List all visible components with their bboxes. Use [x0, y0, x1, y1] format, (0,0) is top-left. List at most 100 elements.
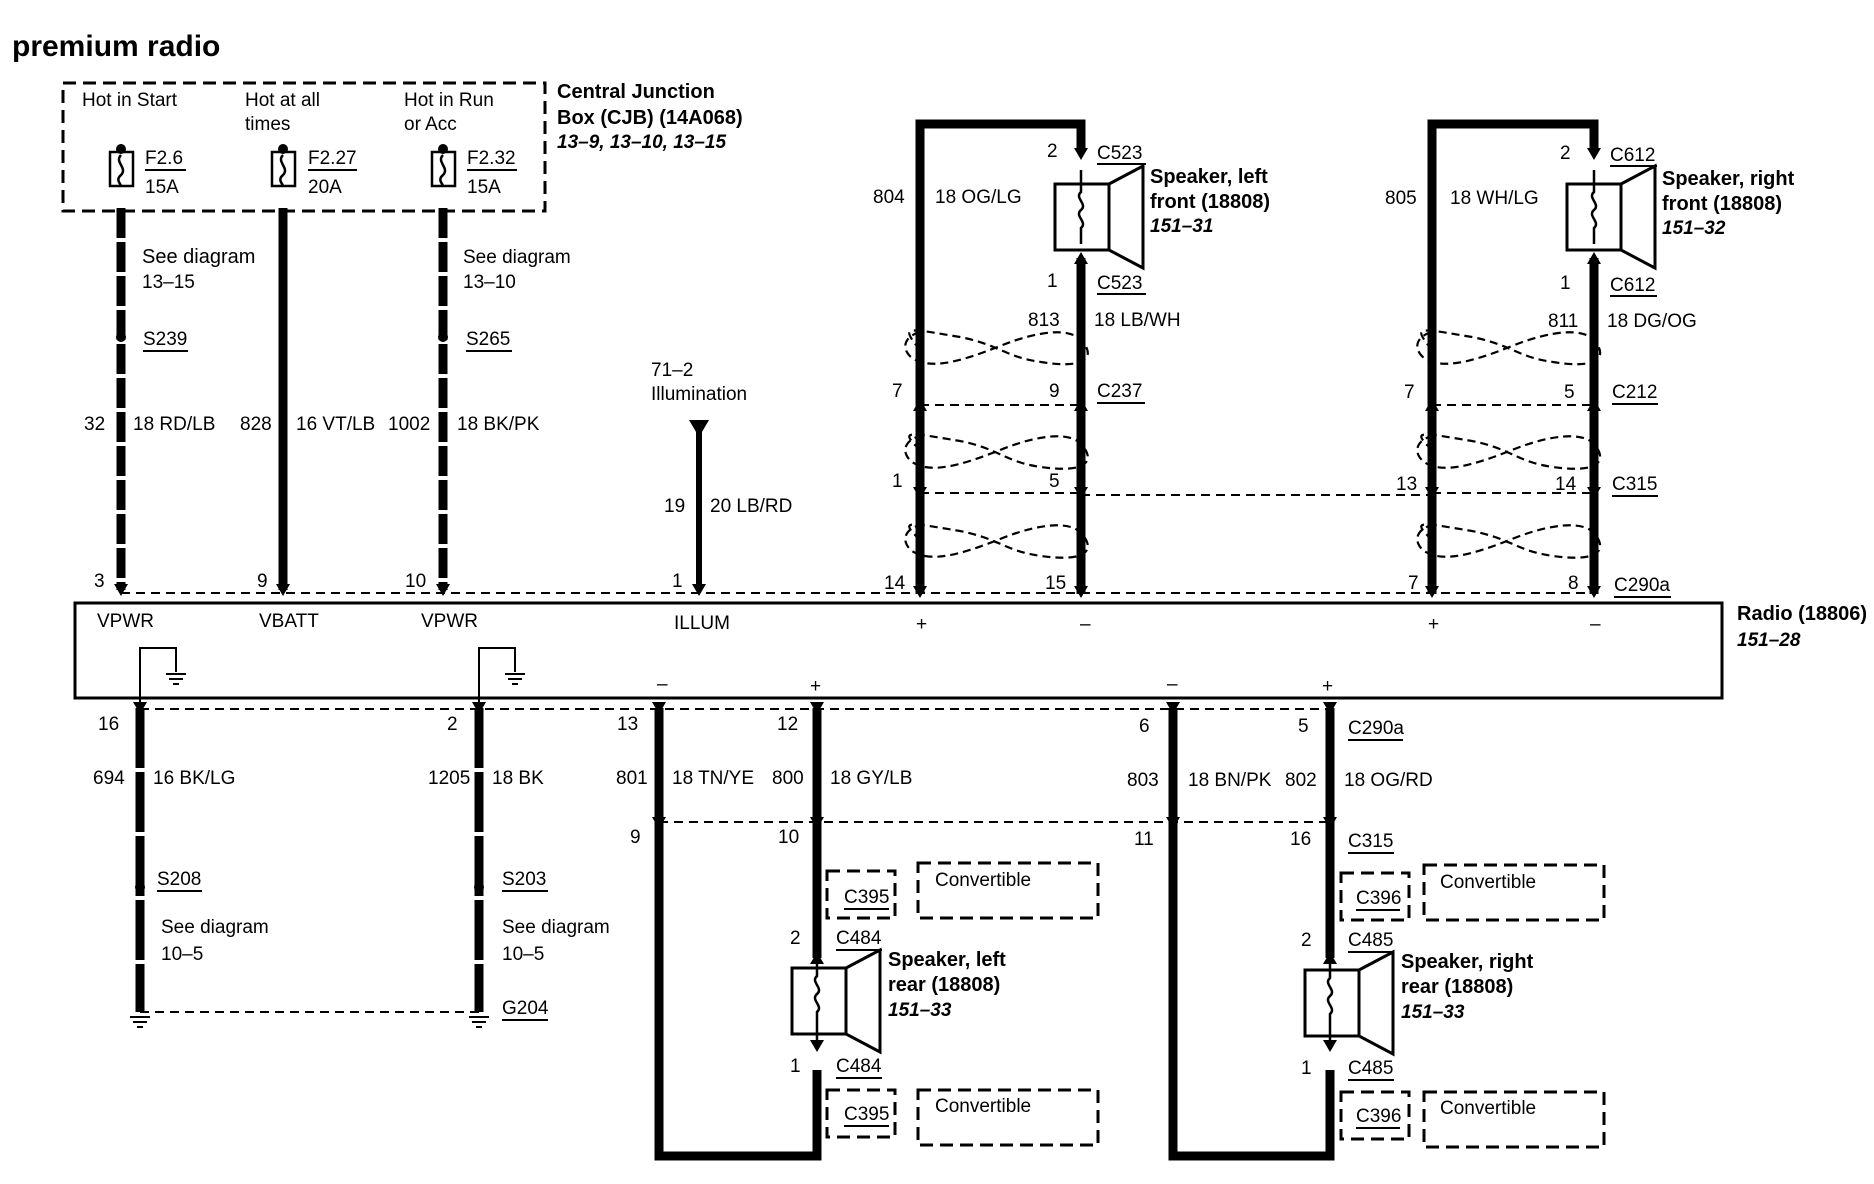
lf-c523-bot: C523 [1097, 273, 1142, 294]
lf-circuit-804: 804 [873, 187, 905, 208]
radio-minus-lr: – [657, 674, 668, 695]
right-front-speaker [1565, 163, 1657, 271]
fuse-f2-27-id: F2.27 [308, 148, 357, 169]
radio-plus-rf: + [1428, 614, 1439, 635]
rr-pin-16: 16 [1290, 829, 1311, 850]
circuit-1002-color: 18 BK/PK [457, 414, 540, 435]
rf-c212: C212 [1612, 382, 1657, 403]
rr-convertible-bot: Convertible [1440, 1098, 1536, 1119]
fuse-f2-27: F2.27 20A [270, 144, 357, 198]
circuit-801: 801 [616, 768, 648, 789]
rr-speaker-name-2: rear (18808) [1401, 976, 1513, 998]
lr-speaker-ref: 151–33 [888, 1000, 952, 1021]
rf-pin-7: 7 [1404, 382, 1415, 403]
lf-pin-5: 5 [1049, 471, 1060, 492]
radio-pin-7: 7 [1408, 573, 1419, 594]
rf-circuit-811: 811 [1548, 311, 1578, 332]
rf-pin-5: 5 [1564, 382, 1575, 403]
radio-plus-rr: + [1322, 676, 1333, 697]
lr-c484-bot: C484 [836, 1056, 882, 1077]
circuit-694: 694 [93, 768, 125, 789]
radio-plus-lr: + [810, 676, 821, 697]
lr-c395-top: C395 [844, 887, 889, 908]
rf-circuit-805: 805 [1385, 188, 1417, 209]
circuit-19: 19 [664, 496, 685, 517]
lf-pin-1: 1 [1047, 271, 1058, 292]
lf-pin-1b: 1 [892, 471, 903, 492]
lf-speaker-name-2: front (18808) [1150, 191, 1270, 213]
see-diagram-c: See diagram [161, 917, 269, 938]
circuit-802-color: 18 OG/RD [1344, 770, 1433, 791]
circuit-1205-color: 18 BK [492, 768, 544, 789]
illum-ref: 71–2 [651, 360, 693, 381]
circuit-19-color: 20 LB/RD [710, 496, 792, 517]
page-title: premium radio [12, 30, 220, 63]
rf-circuit-811-color: 18 DG/OG [1607, 311, 1697, 332]
lf-c237: C237 [1097, 381, 1142, 402]
rf-pin-13: 13 [1396, 474, 1417, 495]
circuit-32: 32 [84, 414, 105, 435]
rr-speaker-name-1: Speaker, right [1401, 951, 1534, 973]
rf-speaker-ref: 151–32 [1662, 218, 1726, 239]
rr-c396-bot: C396 [1356, 1106, 1401, 1127]
rr-pin-11: 11 [1134, 829, 1154, 850]
illum-label: Illumination [651, 384, 747, 405]
lr-speaker-name-2: rear (18808) [888, 974, 1000, 996]
radio-label-vpwr-1: VPWR [97, 611, 154, 632]
see-diagram-ref-d: 10–5 [502, 944, 544, 965]
fuse-f2-6: F2.6 15A [108, 144, 186, 198]
lf-pin-7: 7 [892, 381, 903, 402]
left-rear-circuit [652, 702, 1330, 1161]
lf-circuit-804-color: 18 OG/LG [935, 187, 1022, 208]
rr-c396-top: C396 [1356, 888, 1401, 909]
fuse-f2-6-amps: 15A [145, 177, 179, 198]
see-diagram-a: See diagram [142, 246, 255, 268]
feed-wires [114, 208, 450, 596]
left-rear-speaker [790, 947, 882, 1055]
right-front-circuit [1416, 119, 1602, 598]
radio-connector-bottom: C290a [1348, 718, 1404, 739]
rr-convertible-top: Convertible [1440, 872, 1536, 893]
radio-minus-rf: – [1590, 614, 1601, 635]
rf-c612-bot: C612 [1610, 275, 1655, 296]
see-diagram-d: See diagram [502, 917, 610, 938]
rf-speaker-name-2: front (18808) [1662, 193, 1782, 215]
circuit-1205: 1205 [428, 768, 470, 789]
ground-wires [130, 702, 489, 1028]
lr-convertible-box-bot [916, 1088, 1100, 1147]
rr-c396-box-top [1339, 871, 1411, 922]
see-diagram-ref-a: 13–15 [142, 272, 195, 293]
radio-pin-1: 1 [672, 571, 683, 592]
rr-c396-box-bot [1339, 1090, 1411, 1141]
radio-pin-16: 16 [98, 714, 119, 735]
radio-pin-5: 5 [1298, 716, 1309, 737]
rr-c315: C315 [1348, 831, 1393, 852]
lf-speaker-ref: 151–31 [1150, 216, 1213, 237]
radio-name: Radio (18806) [1737, 603, 1867, 625]
hot-in-run-2: or Acc [404, 114, 457, 135]
lr-pin-10: 10 [778, 827, 799, 848]
rf-c315: C315 [1612, 474, 1657, 495]
radio-pin-10: 10 [405, 571, 426, 592]
radio-pin-8: 8 [1568, 573, 1579, 594]
hot-at-all-2: times [245, 114, 290, 135]
rr-c485-bot: C485 [1348, 1058, 1393, 1079]
see-diagram-ref-b: 13–10 [463, 272, 516, 293]
cjb-name-1: Central Junction [557, 81, 715, 103]
radio-pin-9: 9 [257, 571, 268, 592]
radio-pin-2: 2 [447, 714, 458, 735]
circuit-694-color: 16 BK/LG [153, 768, 235, 789]
circuit-801-color: 18 TN/YE [672, 768, 754, 789]
fuse-f2-27-amps: 20A [308, 177, 342, 198]
radio-pin-14: 14 [884, 573, 906, 594]
see-diagram-ref-c: 10–5 [161, 944, 203, 965]
circuit-803-color: 18 BN/PK [1188, 770, 1272, 791]
lr-c484-top: C484 [836, 928, 882, 949]
splice-s208: S208 [157, 869, 201, 890]
radio-minus-lf: – [1080, 614, 1091, 635]
right-rear-circuit [1166, 702, 1337, 1161]
circuit-803: 803 [1127, 770, 1159, 791]
internal-ground-2 [478, 647, 525, 706]
lr-c395-bot: C395 [844, 1104, 889, 1125]
